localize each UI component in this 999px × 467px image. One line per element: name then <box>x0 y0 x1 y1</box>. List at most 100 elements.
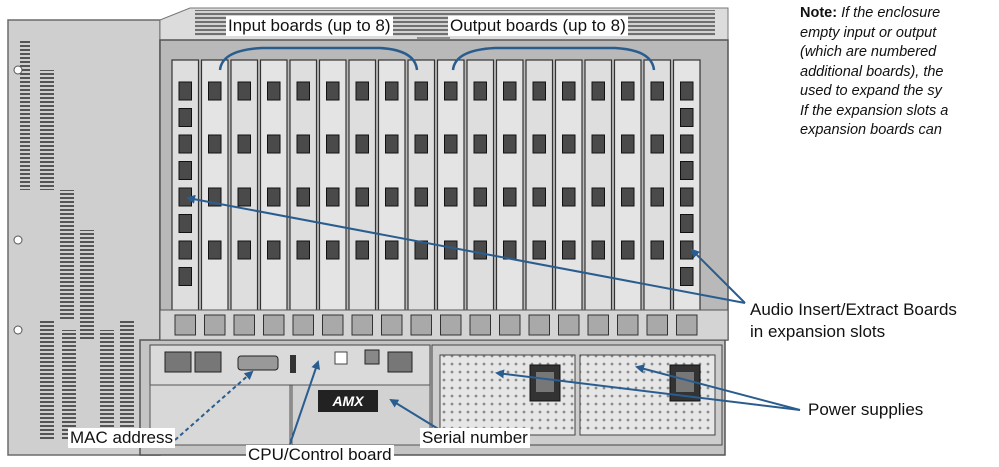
serial-arrow <box>389 398 441 431</box>
board-connector <box>355 240 369 260</box>
cpu-control-panel: AMX <box>149 344 431 446</box>
board-connector <box>208 240 222 260</box>
board-connector <box>385 81 399 101</box>
board-connector <box>650 134 664 154</box>
amx-logo: AMX <box>331 393 365 409</box>
board-connector <box>680 187 694 207</box>
board-connector <box>267 81 281 101</box>
cpu-board-label: CPU/Control board <box>246 445 394 465</box>
board-connector <box>473 81 487 101</box>
board-slot-6 <box>318 59 347 313</box>
board-connector <box>680 267 694 286</box>
board-connector <box>621 240 635 260</box>
board-connector <box>326 187 340 207</box>
board-slot-3 <box>230 59 259 313</box>
power-arrow-1 <box>495 369 801 411</box>
board-connector <box>650 81 664 101</box>
audio-boards-label-line1: Audio Insert/Extract Boards <box>748 300 959 320</box>
board-slot-2 <box>200 59 229 313</box>
board-connector <box>680 81 694 101</box>
board-connector <box>267 187 281 207</box>
board-latch <box>558 314 580 336</box>
board-connector <box>562 134 576 154</box>
board-connector <box>208 134 222 154</box>
serial-port <box>237 355 279 371</box>
board-latch <box>381 314 403 336</box>
board-connector <box>414 81 428 101</box>
audio-boards-label-line2: in expansion slots <box>748 322 888 342</box>
cpu-arrow <box>289 360 320 445</box>
latch-rail <box>159 309 729 341</box>
mac-address-label: MAC address <box>68 428 175 448</box>
audio-arrow-1 <box>186 194 746 304</box>
board-connector <box>532 134 546 154</box>
board-slot-12 <box>495 59 524 313</box>
board-connector <box>503 81 517 101</box>
board-connector <box>473 187 487 207</box>
board-connector <box>237 134 251 154</box>
board-latch <box>587 314 609 336</box>
board-connector <box>178 161 192 180</box>
board-connector <box>178 214 192 233</box>
board-latch <box>204 314 226 336</box>
input-boards-label: Input boards (up to 8) <box>226 16 393 36</box>
board-slot-15 <box>584 59 613 313</box>
board-connector <box>355 187 369 207</box>
power-supplies-label: Power supplies <box>806 400 926 420</box>
board-connector <box>237 187 251 207</box>
input-boards-brace <box>218 46 419 71</box>
board-connector <box>562 240 576 260</box>
note-line-0: Note: If the enclosure <box>800 5 941 21</box>
board-connector <box>178 81 192 101</box>
board-connector <box>621 134 635 154</box>
note-line-4: used to expand the sy <box>800 83 942 99</box>
power-supply-1 <box>439 354 576 436</box>
board-connector <box>444 187 458 207</box>
power-arrow-2 <box>635 364 801 411</box>
board-connector <box>503 187 517 207</box>
board-connector <box>562 81 576 101</box>
ethernet-port-2 <box>194 351 222 373</box>
note-line-2: (which are numbered <box>800 44 937 60</box>
note-line-6: expansion boards can <box>800 122 942 138</box>
board-connector <box>621 187 635 207</box>
board-latch <box>410 314 432 336</box>
board-slot-10 <box>436 59 465 313</box>
callout-arrows <box>174 194 801 445</box>
note-line-3: additional boards), the <box>800 63 944 80</box>
board-connector <box>680 134 694 154</box>
ethernet-port-3 <box>387 351 413 373</box>
board-connector <box>296 81 310 101</box>
board-connector <box>326 134 340 154</box>
board-connector <box>178 134 192 154</box>
board-connector <box>562 187 576 207</box>
board-connector <box>385 187 399 207</box>
board-connector <box>532 187 546 207</box>
board-connector <box>237 240 251 260</box>
board-latch <box>351 314 373 336</box>
board-connector <box>296 134 310 154</box>
board-slot-11 <box>466 59 495 313</box>
output-boards-label: Output boards (up to 8) <box>448 16 628 36</box>
board-latch <box>646 314 668 336</box>
board-connector <box>473 134 487 154</box>
board-connector <box>326 240 340 260</box>
board-connector <box>355 134 369 154</box>
board-connector <box>414 187 428 207</box>
side-vents <box>13 40 134 440</box>
board-connector <box>178 240 192 260</box>
board-connector <box>503 134 517 154</box>
board-latch <box>469 314 491 336</box>
board-connector <box>680 161 694 180</box>
board-slot-13 <box>525 59 554 313</box>
board-connector <box>473 240 487 260</box>
board-connector <box>621 81 635 101</box>
board-latch <box>528 314 550 336</box>
board-latch <box>499 314 521 336</box>
ethernet-port-1 <box>164 351 192 373</box>
board-connector <box>385 240 399 260</box>
board-slot-17 <box>643 59 672 313</box>
board-connector <box>503 240 517 260</box>
board-connector <box>237 81 251 101</box>
